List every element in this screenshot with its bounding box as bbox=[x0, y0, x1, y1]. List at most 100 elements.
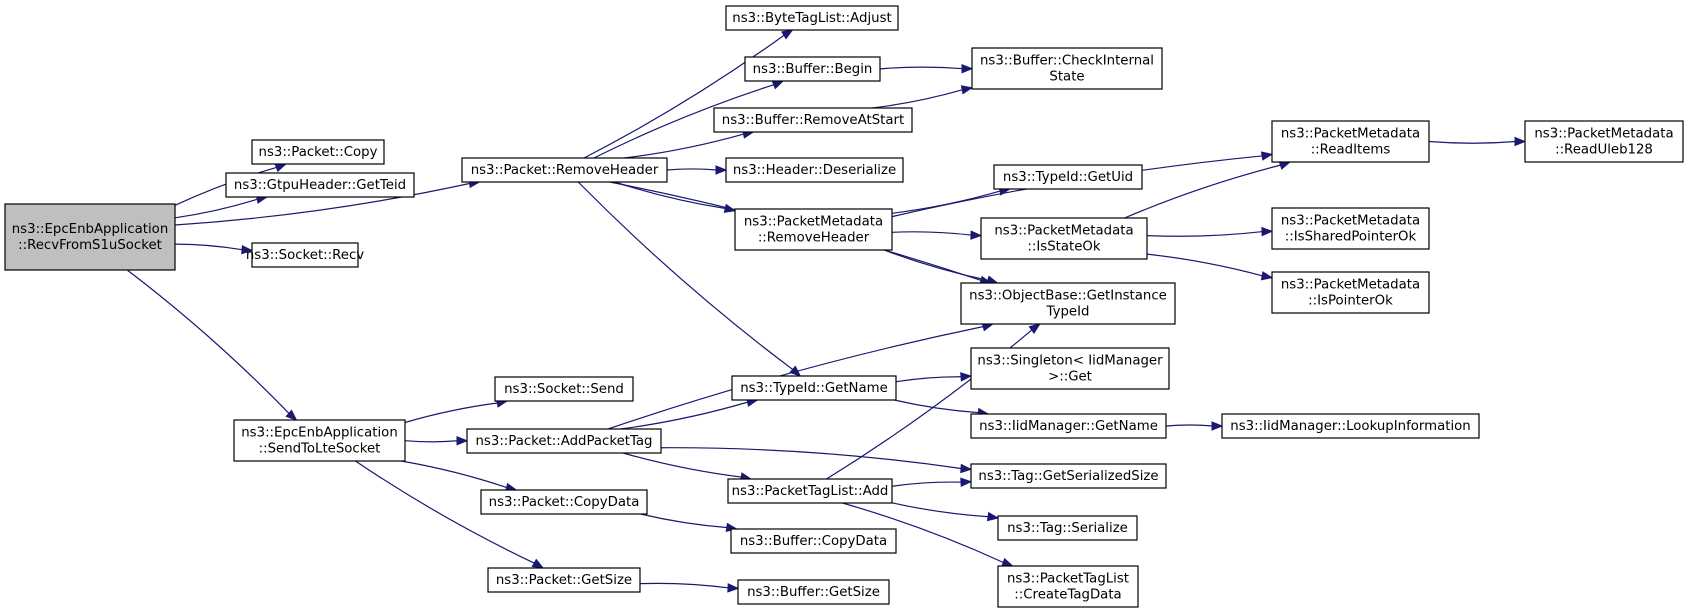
node-buf_getsize-label-line-0: ns3::Buffer::GetSize bbox=[747, 585, 880, 600]
node-removeheader[interactable]: ns3::Packet::RemoveHeader bbox=[461, 157, 668, 183]
node-buf_getsize-box[interactable] bbox=[737, 579, 890, 605]
edge-pm_removeheader-to-getinstancetypeid bbox=[883, 249, 989, 282]
node-ptl_add[interactable]: ns3::PacketTagList::Add bbox=[727, 478, 893, 504]
node-recv-label-line-0: ns3::EpcEnbApplication bbox=[12, 222, 169, 237]
node-createtagdata[interactable]: ns3::PacketTagList::CreateTagData bbox=[997, 565, 1139, 608]
arrowhead-ptl_add-to-getinstancetypeid bbox=[1028, 323, 1041, 335]
node-typeid_getname-box[interactable] bbox=[731, 375, 897, 401]
node-addpackettag-box[interactable] bbox=[466, 428, 662, 454]
node-buf_copydata-box[interactable] bbox=[730, 528, 897, 554]
node-typeid_getname[interactable]: ns3::TypeId::GetName bbox=[731, 375, 897, 401]
node-readitems-label-line-1: ::ReadItems bbox=[1311, 143, 1391, 158]
node-sendtolte[interactable]: ns3::EpcEnbApplication::SendToLteSocket bbox=[233, 419, 406, 462]
node-createtagdata-box[interactable] bbox=[997, 565, 1139, 608]
node-socketsend-box[interactable] bbox=[494, 376, 634, 402]
node-deserialize[interactable]: ns3::Header::Deserialize bbox=[725, 157, 904, 183]
node-sendtolte-box[interactable] bbox=[233, 419, 406, 462]
node-copy[interactable]: ns3::Packet::Copy bbox=[251, 139, 385, 165]
node-getuid[interactable]: ns3::TypeId::GetUid bbox=[993, 164, 1143, 190]
node-checkinternal-label-line-1: State bbox=[1049, 70, 1084, 85]
node-socketrecv-box[interactable] bbox=[251, 242, 359, 268]
node-copydata-box[interactable] bbox=[480, 489, 648, 515]
node-checkinternal-label-line-0: ns3::Buffer::CheckInternal bbox=[980, 54, 1154, 69]
node-issharedptr-box[interactable] bbox=[1271, 207, 1430, 250]
node-getsize-box[interactable] bbox=[487, 567, 641, 593]
nodes-layer: ns3::EpcEnbApplication::RecvFromS1uSocke… bbox=[4, 5, 1684, 608]
node-pm_removeheader-label-line-0: ns3::PacketMetadata bbox=[744, 215, 883, 230]
node-tag_getsersize[interactable]: ns3::Tag::GetSerializedSize bbox=[970, 463, 1167, 489]
arrowhead-pm_removeheader-to-isstateok bbox=[970, 230, 983, 240]
node-createtagdata-label-line-0: ns3::PacketTagList bbox=[1007, 572, 1129, 587]
node-getinstancetypeid-box[interactable] bbox=[960, 282, 1176, 325]
node-buf_copydata[interactable]: ns3::Buffer::CopyData bbox=[730, 528, 897, 554]
arrowhead-removeheader-to-adjust bbox=[781, 29, 794, 40]
arrowhead-recv-to-socketrecv bbox=[241, 244, 254, 255]
node-addpackettag[interactable]: ns3::Packet::AddPacketTag bbox=[466, 428, 662, 454]
node-getteid[interactable]: ns3::GtpuHeader::GetTeid bbox=[225, 172, 415, 198]
node-getteid-box[interactable] bbox=[225, 172, 415, 198]
node-readitems[interactable]: ns3::PacketMetadata::ReadItems bbox=[1271, 120, 1430, 163]
node-socketsend-label-line-0: ns3::Socket::Send bbox=[504, 382, 624, 397]
edge-isstateok-to-readitems bbox=[1124, 164, 1282, 219]
node-checkinternal-box[interactable] bbox=[971, 47, 1163, 90]
node-begin[interactable]: ns3::Buffer::Begin bbox=[744, 56, 881, 82]
node-removeatstart-box[interactable] bbox=[713, 107, 913, 133]
node-adjust-box[interactable] bbox=[725, 5, 899, 31]
node-tag_serialize[interactable]: ns3::Tag::Serialize bbox=[997, 515, 1138, 541]
node-socketrecv-label-line-0: ns3::Socket::Recv bbox=[246, 248, 364, 263]
node-recv[interactable]: ns3::EpcEnbApplication::RecvFromS1uSocke… bbox=[4, 203, 176, 271]
node-copydata[interactable]: ns3::Packet::CopyData bbox=[480, 489, 648, 515]
node-tag_getsersize-box[interactable] bbox=[970, 463, 1167, 489]
node-readuleb[interactable]: ns3::PacketMetadata::ReadUleb128 bbox=[1524, 120, 1684, 163]
node-lookupinfo-box[interactable] bbox=[1221, 413, 1480, 439]
edge-copydata-to-buf_copydata bbox=[640, 513, 728, 529]
node-sendtolte-label-line-1: ::SendToLteSocket bbox=[259, 442, 381, 457]
node-lookupinfo[interactable]: ns3::IidManager::LookupInformation bbox=[1221, 413, 1480, 439]
node-singleton_get[interactable]: ns3::Singleton< IidManager>::Get bbox=[970, 347, 1170, 390]
edge-recv-to-getteid bbox=[174, 198, 259, 219]
edge-recv-to-sendtolte bbox=[126, 269, 291, 415]
node-isstateok[interactable]: ns3::PacketMetadata::IsStateOk bbox=[980, 217, 1148, 260]
node-pm_removeheader-box[interactable] bbox=[734, 208, 893, 251]
node-deserialize-label-line-0: ns3::Header::Deserialize bbox=[733, 163, 896, 178]
node-buf_getsize[interactable]: ns3::Buffer::GetSize bbox=[737, 579, 890, 605]
node-issharedptr-label-line-0: ns3::PacketMetadata bbox=[1281, 214, 1420, 229]
node-adjust-label-line-0: ns3::ByteTagList::Adjust bbox=[732, 11, 891, 26]
node-begin-box[interactable] bbox=[744, 56, 881, 82]
node-singleton_get-box[interactable] bbox=[970, 347, 1170, 390]
node-copy-box[interactable] bbox=[251, 139, 385, 165]
node-issharedptr[interactable]: ns3::PacketMetadata::IsSharedPointerOk bbox=[1271, 207, 1430, 250]
node-getuid-box[interactable] bbox=[993, 164, 1143, 190]
node-readitems-box[interactable] bbox=[1271, 120, 1430, 163]
node-getuid-label-line-0: ns3::TypeId::GetUid bbox=[1003, 170, 1133, 185]
node-removeatstart[interactable]: ns3::Buffer::RemoveAtStart bbox=[713, 107, 913, 133]
node-recv-box[interactable] bbox=[4, 203, 176, 271]
node-getsize[interactable]: ns3::Packet::GetSize bbox=[487, 567, 641, 593]
node-ispointerok-box[interactable] bbox=[1271, 271, 1430, 314]
node-iid_getname-box[interactable] bbox=[970, 413, 1167, 439]
node-adjust[interactable]: ns3::ByteTagList::Adjust bbox=[725, 5, 899, 31]
edge-iid_getname-to-lookupinfo bbox=[1165, 424, 1214, 427]
node-socketsend[interactable]: ns3::Socket::Send bbox=[494, 376, 634, 402]
node-isstateok-box[interactable] bbox=[980, 217, 1148, 260]
node-buf_copydata-label-line-0: ns3::Buffer::CopyData bbox=[740, 534, 887, 549]
edge-readitems-to-readuleb bbox=[1428, 140, 1517, 144]
edge-pm_removeheader-to-getuid bbox=[891, 190, 1002, 214]
edge-ptl_add-to-createtagdata bbox=[842, 502, 1005, 564]
node-iid_getname[interactable]: ns3::IidManager::GetName bbox=[970, 413, 1167, 439]
node-tag_serialize-label-line-0: ns3::Tag::Serialize bbox=[1007, 521, 1128, 536]
node-ptl_add-box[interactable] bbox=[727, 478, 893, 504]
node-tag_serialize-box[interactable] bbox=[997, 515, 1138, 541]
node-isstateok-label-line-1: ::IsStateOk bbox=[1027, 240, 1100, 255]
arrowhead-removeatstart-to-checkinternal bbox=[960, 85, 974, 95]
node-socketrecv[interactable]: ns3::Socket::Recv bbox=[246, 242, 364, 268]
node-deserialize-box[interactable] bbox=[725, 157, 904, 183]
node-pm_removeheader[interactable]: ns3::PacketMetadata::RemoveHeader bbox=[734, 208, 893, 251]
node-readuleb-box[interactable] bbox=[1524, 120, 1684, 163]
arrowhead-isstateok-to-issharedptr bbox=[1261, 226, 1274, 237]
node-removeheader-box[interactable] bbox=[461, 157, 668, 183]
edge-sendtolte-to-copydata bbox=[400, 460, 508, 489]
node-ispointerok[interactable]: ns3::PacketMetadata::IsPointerOk bbox=[1271, 271, 1430, 314]
